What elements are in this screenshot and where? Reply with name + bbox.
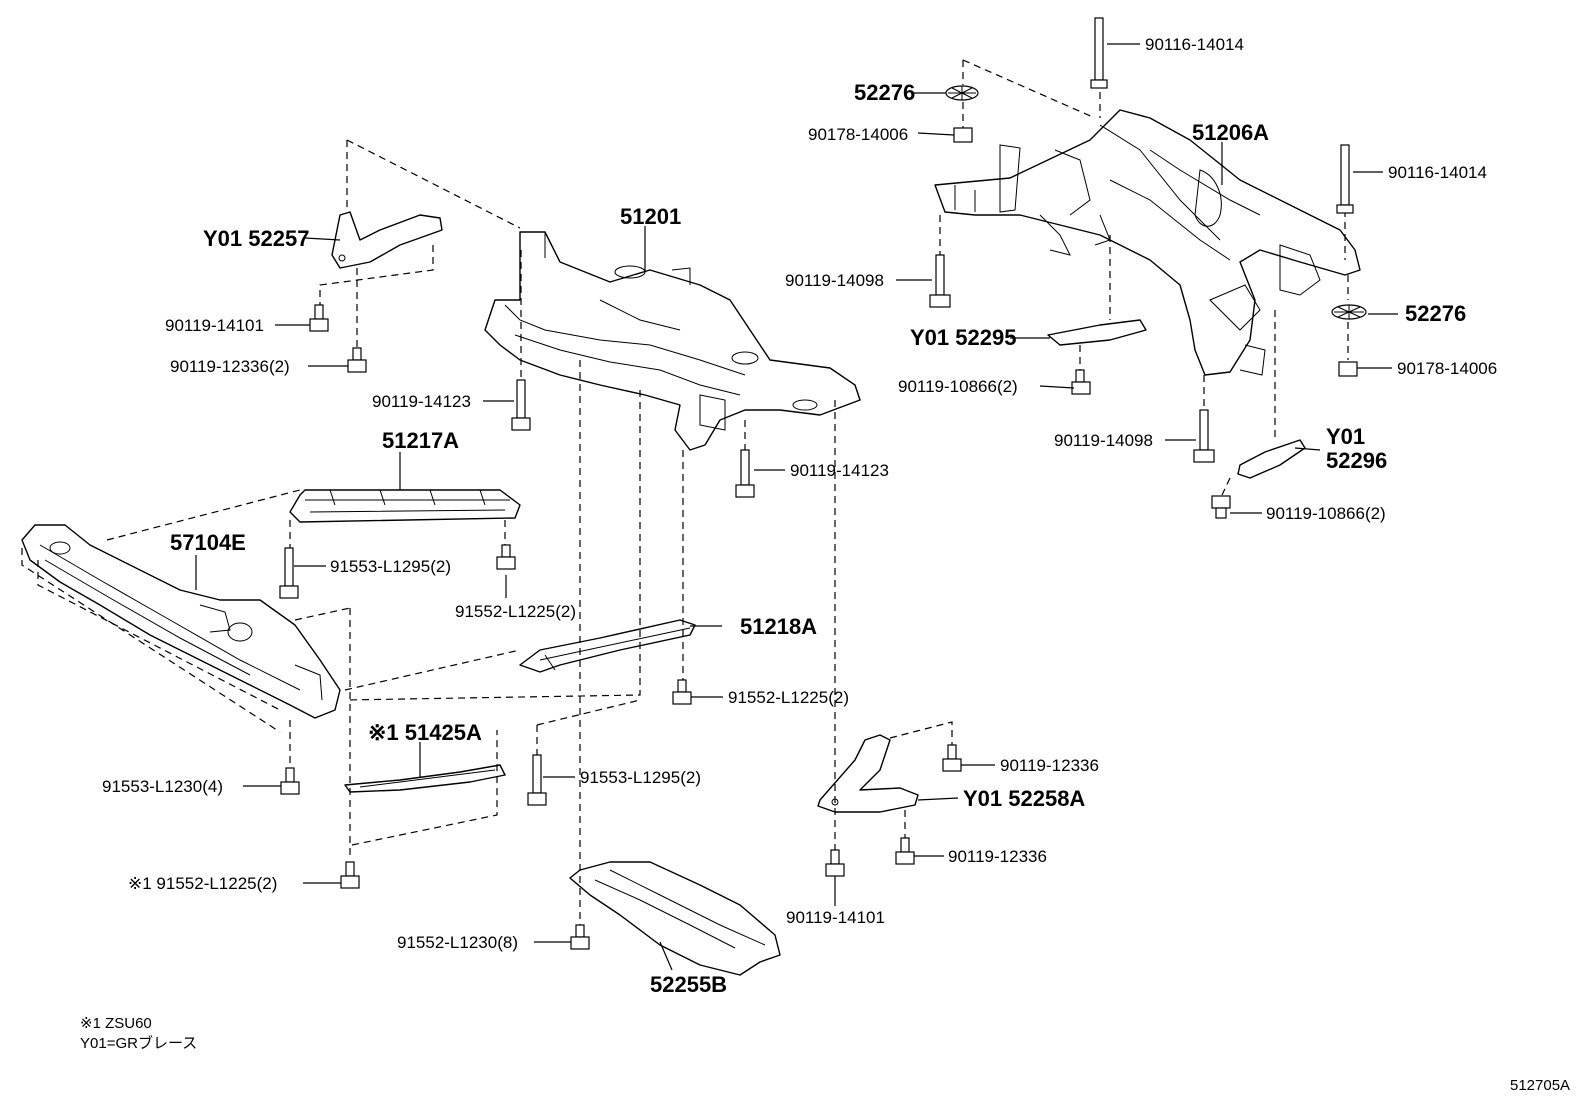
- label-90119-12336-a: 90119-12336: [1000, 756, 1099, 775]
- leader-lines: [195, 43, 1398, 971]
- label-52255b: 52255B: [650, 972, 727, 997]
- bolt-90119-14098-left: [929, 254, 951, 308]
- label-91552-l1230: 91552-L1230(8): [397, 933, 518, 952]
- bolt-91552-L1225-b: [672, 679, 692, 705]
- footnote-zsu60: ※1 ZSU60: [80, 1015, 152, 1032]
- label-90119-14123-b: 90119-14123: [790, 461, 889, 480]
- brace-52258a: [817, 734, 919, 813]
- label-90119-12336-2: 90119-12336(2): [170, 357, 290, 376]
- figure-id: 512705A: [1510, 1077, 1570, 1094]
- label-91553-l1295-a: 91553-L1295(2): [330, 557, 451, 576]
- label-y01-52258a: Y01 52258A: [963, 786, 1085, 811]
- bolt-90119-14123-b: [735, 449, 755, 498]
- bolt-91552-L1225-a: [496, 544, 516, 570]
- brace-52257: [331, 211, 443, 269]
- brace-52295: [1047, 319, 1147, 346]
- bolt-91553-L1230: [280, 767, 300, 795]
- label-90116-14014-top: 90116-14014: [1145, 35, 1244, 54]
- label-y01-52295: Y01 52295: [910, 325, 1016, 350]
- bolt-90119-14101-top: [309, 304, 329, 332]
- label-52276-top: 52276: [854, 80, 915, 105]
- label-90119-14098-mid: 90119-14098: [1054, 431, 1153, 450]
- label-91552-l1225-a: 91552-L1225(2): [455, 602, 576, 621]
- bolt-90119-10866-a: [1071, 369, 1091, 395]
- bolt-90119-14098-mid: [1193, 409, 1215, 463]
- label-51218a: 51218A: [740, 614, 817, 639]
- label-90119-10866-b: 90119-10866(2): [1266, 504, 1386, 523]
- front-subframe-51201: [484, 231, 861, 451]
- fasteners: [279, 17, 1358, 950]
- bracket-51217a: [289, 489, 521, 523]
- footnotes: ※1 ZSU60 Y01=GRブレース: [80, 1015, 197, 1052]
- label-y01-52296: Y01: [1326, 424, 1365, 449]
- label-51217a: 51217A: [382, 428, 459, 453]
- bolt-90116-14014-top: [1090, 17, 1108, 89]
- label-91552-l1225-b: 91552-L1225(2): [728, 688, 849, 707]
- brace-51218a: [519, 619, 696, 673]
- label-91553-l1230: 91553-L1230(4): [102, 777, 223, 796]
- label-51201: 51201: [620, 204, 681, 229]
- bolt-90119-12336-2: [347, 347, 367, 373]
- brace-51425a: [344, 764, 506, 793]
- bolt-90119-12336-b: [895, 837, 915, 865]
- label-52276-right: 52276: [1405, 301, 1466, 326]
- label-90119-14098-left: 90119-14098: [785, 271, 884, 290]
- bolt-90116-14014-right: [1336, 144, 1354, 214]
- nut-90178-14006-right: [1338, 361, 1358, 377]
- bolt-90119-12336-a: [942, 744, 962, 772]
- label-90116-14014-right: 90116-14014: [1388, 163, 1487, 182]
- dashed-guide-lines: [21, 59, 1349, 925]
- label-90119-14123-a: 90119-14123: [372, 392, 471, 411]
- cover-52255b: [569, 861, 781, 976]
- label-91552-l1225-c: ※1 91552-L1225(2): [128, 874, 277, 893]
- bolt-91553-L1295-a: [279, 547, 299, 599]
- bolt-91552-L1230: [570, 924, 590, 950]
- label-y01-52257: Y01 52257: [203, 226, 309, 251]
- label-51425a: ※1 51425A: [368, 720, 482, 745]
- label-90119-14101-top: 90119-14101: [165, 316, 264, 335]
- footnote-y01-gr-brace: Y01=GRブレース: [80, 1034, 197, 1052]
- rear-subframe-51206a: [934, 109, 1361, 376]
- bolt-91552-L1225-c: [340, 861, 360, 889]
- label-52296: 52296: [1326, 448, 1387, 473]
- nut-90178-14006-top: [953, 127, 973, 143]
- label-91553-l1295-b: 91553-L1295(2): [580, 768, 701, 787]
- label-90119-12336-b: 90119-12336: [948, 847, 1047, 866]
- part-labels: 90116-14014 52276 90178-14006 51206A 901…: [102, 35, 1497, 997]
- label-90178-14006-top: 90178-14006: [808, 125, 908, 144]
- label-51206a: 51206A: [1192, 120, 1269, 145]
- insulator-52276-top: [945, 85, 979, 101]
- label-90178-14006-right: 90178-14006: [1397, 359, 1497, 378]
- bolt-91553-L1295-b: [527, 754, 547, 806]
- insulator-52276-right: [1331, 304, 1367, 320]
- bolt-90119-14123-a: [511, 379, 531, 431]
- bolt-90119-14101-bottom: [825, 849, 845, 877]
- crossmember-57104e: [21, 524, 341, 719]
- bolt-90119-10866-b: [1211, 495, 1231, 519]
- label-90119-10866-a: 90119-10866(2): [898, 377, 1018, 396]
- label-57104e: 57104E: [170, 530, 246, 555]
- brace-52296: [1237, 439, 1306, 479]
- label-90119-14101-bottom: 90119-14101: [786, 908, 885, 927]
